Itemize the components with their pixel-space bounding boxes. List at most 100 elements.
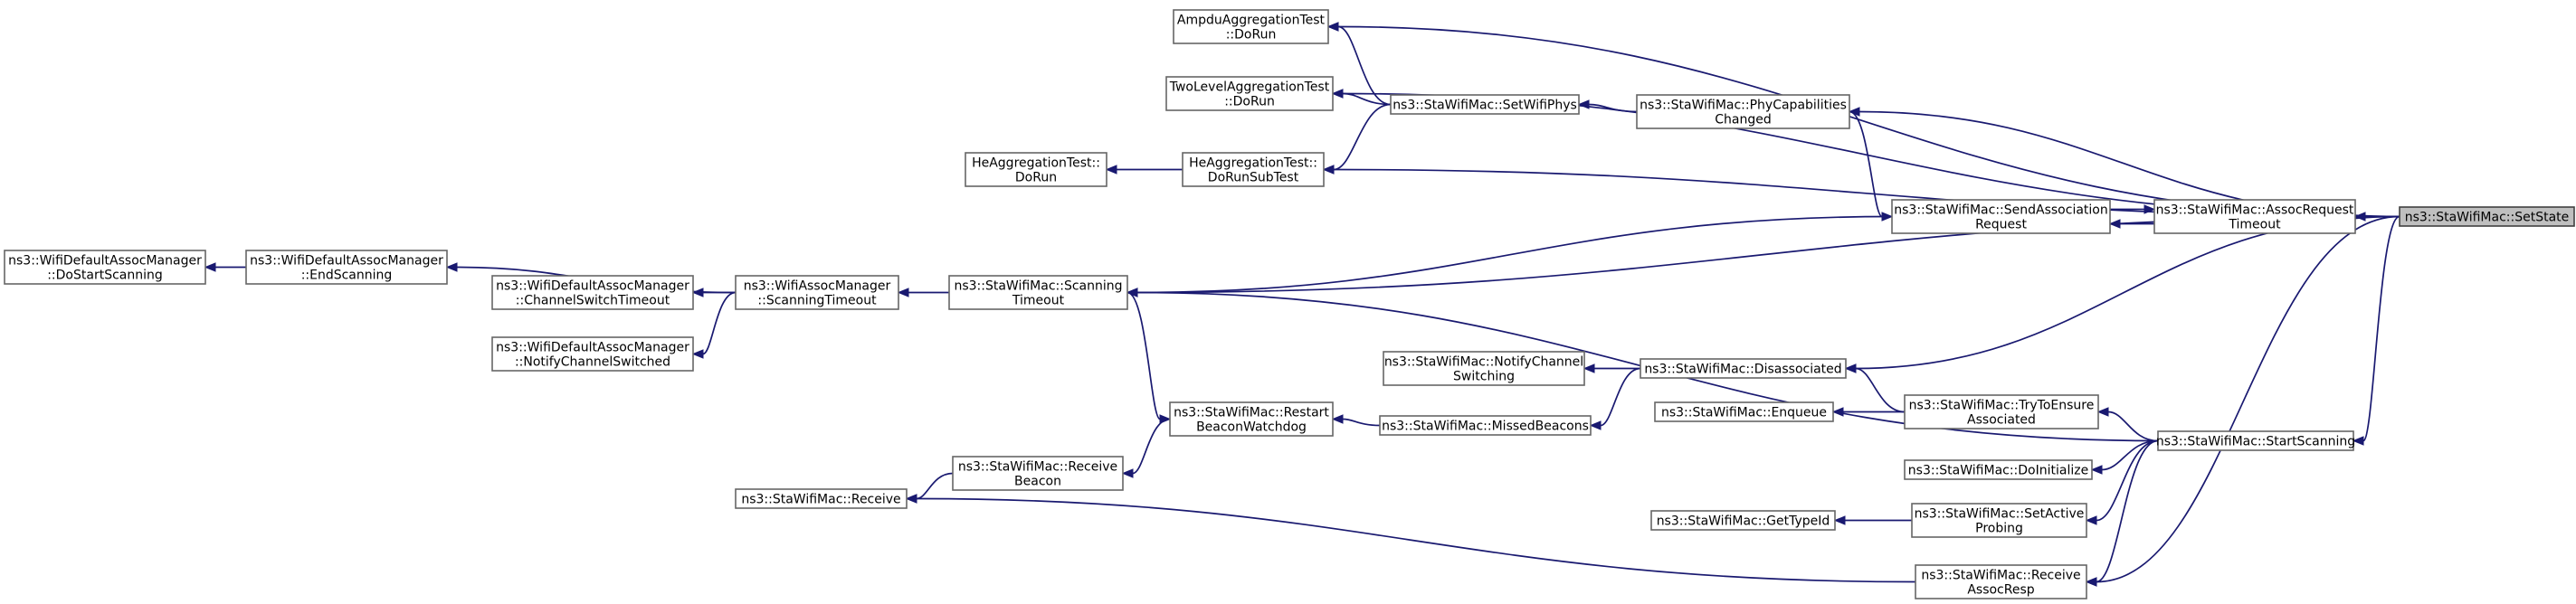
node-missedbeacons[interactable]: ns3::StaWifiMac::MissedBeacons bbox=[1379, 415, 1592, 436]
node-box[interactable] bbox=[965, 152, 1107, 187]
node-ampdu[interactable]: AmpduAggregationTest::DoRun bbox=[1173, 9, 1329, 44]
node-twolevel[interactable]: TwoLevelAggregationTest::DoRun bbox=[1165, 76, 1334, 111]
node-box[interactable] bbox=[2157, 430, 2354, 451]
edge-tryensure-to-startscanning bbox=[2096, 407, 2159, 442]
node-label: ns3::StaWifiMac::GetTypeId bbox=[1657, 514, 1830, 529]
edge-line bbox=[916, 472, 954, 500]
node-notifychannelswitched[interactable]: ns3::WifiDefaultAssocManager::NotifyChan… bbox=[491, 336, 694, 372]
arrowhead-icon bbox=[1121, 468, 1134, 478]
node-box[interactable] bbox=[1383, 351, 1585, 386]
node-label: ns3::StaWifiMac::Disassociated bbox=[1644, 363, 1841, 377]
edge-line bbox=[1600, 367, 1641, 427]
node-hesubtest[interactable]: HeAggregationTest::DoRunSubTest bbox=[1182, 152, 1325, 187]
node-doinitialize[interactable]: ns3::StaWifiMac::DoInitialize bbox=[1904, 459, 2093, 480]
arrowhead-icon bbox=[691, 349, 704, 359]
arrowhead-icon bbox=[1105, 165, 1117, 175]
node-box[interactable] bbox=[735, 275, 899, 310]
node-label: ns3::StaWifiMac::Restart bbox=[1174, 406, 1329, 420]
node-box[interactable] bbox=[1904, 394, 2099, 429]
edge-disassociated-to-setstate bbox=[1844, 215, 2400, 373]
edge-channelswitchtimeout-to-scanningtimeoutmgr bbox=[691, 288, 736, 297]
node-channelswitchtimeout[interactable]: ns3::WifiDefaultAssocManager::ChannelSwi… bbox=[491, 275, 694, 310]
node-box[interactable] bbox=[1636, 94, 1850, 129]
node-label: ::ScanningTimeout bbox=[757, 294, 877, 308]
node-label: ns3::StaWifiMac::StartScanning bbox=[2156, 435, 2355, 449]
node-label: ns3::StaWifiMac::Receive bbox=[1921, 569, 2080, 583]
node-label: ns3::StaWifiMac::SendAssociation bbox=[1894, 203, 2107, 218]
node-gettypeid[interactable]: ns3::StaWifiMac::GetTypeId bbox=[1650, 510, 1836, 531]
node-label: ns3::StaWifiMac::DoInitialize bbox=[1908, 464, 2088, 478]
edge-line bbox=[1337, 25, 2400, 218]
edge-line bbox=[1333, 103, 1392, 171]
node-box[interactable] bbox=[1891, 199, 2111, 234]
node-box[interactable] bbox=[1911, 503, 2087, 538]
node-box[interactable] bbox=[1379, 415, 1592, 436]
node-box bbox=[2399, 206, 2575, 227]
edge-line bbox=[2096, 439, 2159, 522]
edge-line bbox=[2101, 439, 2159, 471]
node-box[interactable] bbox=[1390, 94, 1580, 115]
node-disassociated[interactable]: ns3::StaWifiMac::Disassociated bbox=[1640, 358, 1847, 379]
node-scanningtimeout[interactable]: ns3::StaWifiMac::ScanningTimeout bbox=[948, 275, 1128, 310]
node-box[interactable] bbox=[1654, 401, 1834, 422]
edge-ampdu-to-setwifiphys bbox=[1326, 22, 1392, 106]
node-box[interactable] bbox=[1915, 564, 2087, 599]
node-box[interactable] bbox=[1904, 459, 2093, 480]
node-label: ns3::StaWifiMac::PhyCapabilities bbox=[1640, 99, 1847, 113]
arrowhead-icon bbox=[1326, 22, 1339, 32]
arrowhead-icon bbox=[1331, 414, 1344, 424]
node-startscanning[interactable]: ns3::StaWifiMac::StartScanning bbox=[2156, 430, 2355, 451]
node-label: ns3::StaWifiMac::Receive bbox=[741, 493, 900, 507]
node-box[interactable] bbox=[735, 488, 908, 509]
node-box[interactable] bbox=[491, 336, 694, 372]
arrowhead-icon bbox=[1831, 407, 1844, 417]
edge-scanningtimeout-to-sendassoc bbox=[1126, 215, 1893, 297]
arrowhead-icon bbox=[2090, 465, 2103, 475]
node-box[interactable] bbox=[1182, 152, 1325, 187]
arrowhead-icon bbox=[2096, 407, 2109, 417]
edge-line bbox=[2107, 411, 2159, 442]
edge-enqueue-to-tryensure bbox=[1831, 407, 1906, 417]
node-box[interactable] bbox=[948, 275, 1128, 310]
edge-line bbox=[1126, 291, 1161, 420]
arrowhead-icon bbox=[2085, 577, 2097, 587]
node-receive[interactable]: ns3::StaWifiMac::Receive bbox=[735, 488, 908, 509]
edge-startscanning-to-setstate bbox=[2352, 215, 2400, 446]
node-label: ns3::StaWifiMac::Enqueue bbox=[1661, 406, 1827, 420]
edge-receiveassocresp-to-startscanning bbox=[2085, 439, 2159, 587]
arrowhead-icon bbox=[1577, 99, 1590, 109]
edge-restartbeacon-to-scanningtimeout bbox=[1126, 291, 1172, 424]
edge-line bbox=[2096, 215, 2400, 583]
node-box[interactable] bbox=[491, 275, 694, 310]
node-endscanning[interactable]: ns3::WifiDefaultAssocManager::EndScannin… bbox=[245, 250, 448, 285]
node-dostartscanning[interactable]: ns3::WifiDefaultAssocManager::DoStartSca… bbox=[4, 250, 206, 285]
node-box[interactable] bbox=[1650, 510, 1836, 531]
node-hedorun[interactable]: HeAggregationTest::DoRun bbox=[965, 152, 1107, 187]
node-box[interactable] bbox=[4, 250, 206, 285]
node-box[interactable] bbox=[2153, 199, 2356, 234]
node-box[interactable] bbox=[1640, 358, 1847, 379]
node-scanningtimeoutmgr[interactable]: ns3::WifiAssocManager::ScanningTimeout bbox=[735, 275, 899, 310]
arrowhead-icon bbox=[1844, 363, 1857, 373]
node-setwifiphys[interactable]: ns3::StaWifiMac::SetWifiPhys bbox=[1390, 94, 1580, 115]
arrowhead-icon bbox=[204, 262, 216, 272]
node-box[interactable] bbox=[1169, 401, 1334, 437]
node-box[interactable] bbox=[245, 250, 448, 285]
node-box[interactable] bbox=[1173, 9, 1329, 44]
edge-line bbox=[916, 497, 1916, 583]
node-label: Beacon bbox=[1014, 475, 1061, 489]
node-enqueue[interactable]: ns3::StaWifiMac::Enqueue bbox=[1654, 401, 1834, 422]
node-box[interactable] bbox=[952, 456, 1124, 491]
edge-setwifiphys-to-phycap bbox=[1577, 99, 1638, 113]
node-box[interactable] bbox=[1165, 76, 1334, 111]
